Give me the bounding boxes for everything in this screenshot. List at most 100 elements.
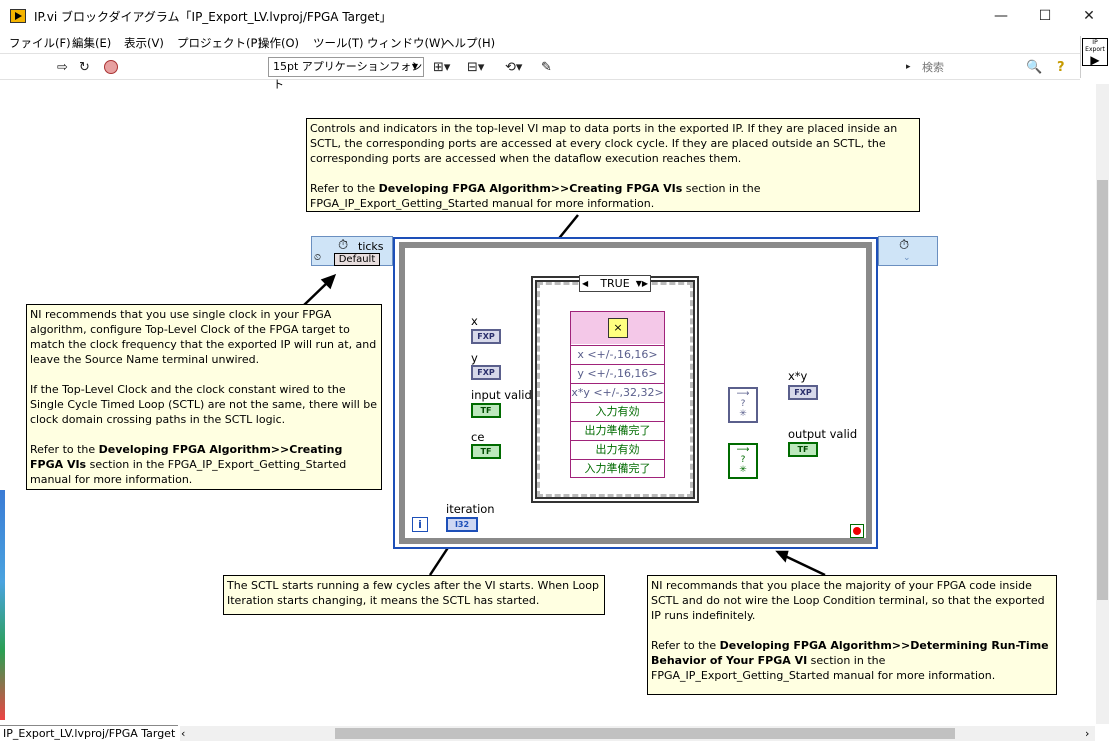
play-icon: ▶ (1090, 53, 1100, 67)
note-bottom-left: The SCTL starts running a few cycles aft… (223, 575, 605, 615)
x-control[interactable]: FXP (471, 329, 501, 344)
font-select[interactable]: 15pt アプリケーションフォント ▼ (268, 57, 424, 91)
menu-window[interactable]: ウィンドウ(W) (367, 36, 445, 50)
output-valid-label: output valid (788, 427, 858, 441)
search-icon[interactable]: 🔍 (1026, 60, 1043, 75)
x-label: x (471, 314, 478, 328)
case-selector[interactable]: ◀ TRUE ▼▶ (579, 275, 651, 292)
ip-export-label: IP Export (1085, 39, 1105, 53)
note-left: NI recommends that you use single clock … (26, 304, 382, 490)
cleanup-diagram-icon[interactable]: ✎ (541, 60, 552, 75)
iteration-terminal[interactable]: i (412, 517, 428, 532)
timed-loop-source-constant[interactable]: Default (334, 253, 380, 266)
xy-indicator[interactable]: FXP (788, 385, 818, 400)
close-button[interactable]: ✕ (1083, 8, 1095, 24)
toolbar: ⇨ ↻ 15pt アプリケーションフォント ▼ ⊞▾ ⊟▾ ⟲▾ ✎ ▸ 検索 … (0, 53, 1080, 91)
note-top-paragraph-1: Controls and indicators in the top-level… (310, 122, 898, 165)
note-left-paragraph-3: Refer to the Developing FPGA Algorithm>>… (30, 443, 347, 486)
note-top: Controls and indicators in the top-level… (306, 118, 920, 212)
menu-help[interactable]: ヘルプ(H) (443, 36, 496, 50)
note-top-paragraph-2: Refer to the Developing FPGA Algorithm>>… (310, 182, 761, 210)
case-next-icon[interactable]: ▼▶ (635, 279, 648, 288)
iteration-indicator[interactable]: I32 (446, 517, 478, 532)
help-icon[interactable]: ? (1057, 60, 1065, 75)
case-selector-value: TRUE (600, 277, 630, 290)
callout-arrow-bottom-right (784, 554, 826, 577)
timed-loop-output-node[interactable]: ⏱ ⌄ (878, 236, 938, 266)
ip-row-ready-for-output[interactable]: 出力準備完了 (571, 421, 664, 439)
select-q: ? (740, 455, 746, 465)
background-window-strip (0, 490, 5, 720)
distribute-objects-icon[interactable]: ⊟▾ (467, 60, 485, 75)
select-node-valid[interactable]: ⟶ ? ✳ (728, 443, 758, 479)
note-bottom-right: NI recommands that you place the majorit… (647, 575, 1057, 695)
select-star: ✳ (739, 465, 747, 475)
horizontal-scroll-thumb[interactable] (335, 728, 955, 739)
note-bottom-right-paragraph-1: NI recommands that you place the majorit… (651, 579, 1045, 622)
timed-loop-input-node[interactable]: ⏱ ticks ⏲ Default (311, 236, 393, 266)
input-valid-control[interactable]: TF (471, 403, 501, 418)
timed-loop-frame (399, 242, 872, 544)
ce-label: ce (471, 430, 485, 444)
multiply-icon: × (608, 318, 628, 338)
reorder-icon[interactable]: ⟲▾ (505, 60, 523, 75)
abort-icon[interactable] (104, 60, 118, 74)
timed-loop-ticks-label: ticks (358, 240, 384, 253)
clock-icon: ⏱ (899, 238, 910, 253)
ip-row-input-valid[interactable]: 入力有効 (571, 402, 664, 420)
search-input[interactable]: 検索 (922, 61, 944, 74)
labview-vi-icon (10, 9, 26, 23)
menu-file[interactable]: ファイル(F) (9, 36, 71, 50)
note-bottom-right-paragraph-2: Refer to the Developing FPGA Algorithm>>… (651, 639, 1049, 682)
clock-icon: ⏱ (338, 238, 349, 253)
stop-icon (853, 527, 861, 535)
ip-row-output-valid[interactable]: 出力有効 (571, 440, 664, 458)
highlight-execution-icon[interactable]: ↻ (79, 60, 90, 75)
xy-label: x*y (788, 369, 808, 383)
align-objects-icon[interactable]: ⊞▾ (433, 60, 451, 75)
run-arrow-icon[interactable]: ⇨ (57, 60, 68, 75)
ip-row-x[interactable]: x <+/-,16,16> (571, 345, 664, 363)
output-valid-indicator[interactable]: TF (788, 442, 818, 457)
loop-condition-terminal[interactable] (850, 524, 864, 538)
search-options-icon[interactable]: ▸ (906, 62, 911, 72)
select-star: ✳ (739, 409, 747, 419)
menu-project[interactable]: プロジェクト(P) (177, 36, 262, 50)
callout-arrow-left (301, 280, 330, 308)
ip-export-vi-icon: IP Export ▶ (1082, 38, 1108, 67)
note-left-paragraph-1: NI recommends that you use single clock … (30, 308, 377, 366)
select-q: ? (740, 399, 746, 409)
y-control[interactable]: FXP (471, 365, 501, 380)
ip-row-ready-for-input[interactable]: 入力準備完了 (571, 459, 664, 477)
arrow-right-icon: ⟶ (736, 445, 750, 455)
menu-bar: ファイル(F) 編集(E) 表示(V) プロジェクト(P) 操作(O) ツール(… (0, 33, 1080, 52)
menu-view[interactable]: 表示(V) (124, 36, 164, 50)
note-left-paragraph-2: If the Top-Level Clock and the clock con… (30, 383, 378, 426)
select-node-xy[interactable]: ⟶ ? ✳ (728, 387, 758, 423)
menu-tools[interactable]: ツール(T) (313, 36, 364, 50)
arrow-right-icon: ⟶ (736, 389, 750, 399)
ce-control[interactable]: TF (471, 444, 501, 459)
vertical-scroll-thumb[interactable] (1097, 180, 1108, 600)
vi-icon-pane (1080, 36, 1109, 78)
window-title: IP.vi ブロックダイアグラム「IP_Export_LV.lvproj/FPG… (34, 10, 392, 24)
minimize-button[interactable]: — (994, 8, 1008, 24)
status-target[interactable]: IP_Export_LV.lvproj/FPGA Target (0, 725, 178, 741)
menu-operate[interactable]: 操作(O) (258, 36, 300, 50)
source-clock-icon: ⏲ (314, 253, 322, 263)
ip-node-header: × (571, 312, 664, 344)
scroll-left-icon[interactable]: ‹ (181, 727, 186, 740)
menu-edit[interactable]: 編集(E) (72, 36, 112, 50)
case-prev-icon[interactable]: ◀ (582, 279, 589, 288)
chevron-down-icon: ⌄ (903, 253, 911, 263)
ip-row-y[interactable]: y <+/-,16,16> (571, 364, 664, 382)
scroll-right-icon[interactable]: › (1085, 727, 1090, 740)
input-valid-label: input valid (471, 388, 532, 402)
y-label: y (471, 351, 478, 365)
chevron-down-icon: ▼ (411, 62, 418, 71)
title-bar (0, 0, 1109, 33)
maximize-button[interactable]: ☐ (1038, 8, 1052, 24)
iteration-label: iteration (446, 502, 495, 516)
note-bottom-left-paragraph: The SCTL starts running a few cycles aft… (227, 579, 599, 607)
ip-row-xy[interactable]: x*y <+/-,32,32> (571, 383, 664, 401)
